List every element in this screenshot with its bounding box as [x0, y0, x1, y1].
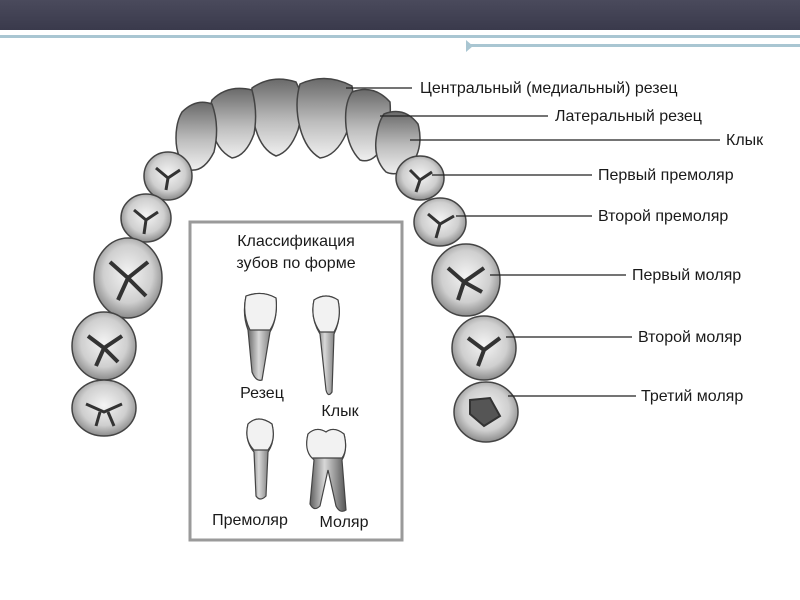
label-canine: Клык: [726, 132, 764, 149]
tooth-first-premolar-right: [395, 155, 445, 201]
tooth-second-molar-right: [451, 315, 517, 381]
label-type-molar: Моляр: [320, 514, 369, 531]
tooth-second-molar-left: [71, 311, 137, 381]
leader-lines: [346, 87, 720, 397]
label-type-incisor: Резец: [240, 385, 284, 402]
header-accent-line: [0, 35, 800, 38]
tooth-third-molar-right: [453, 381, 519, 443]
classification-box: Классификация зубов по форме Резец Клык …: [188, 220, 404, 542]
label-central-incisor: Центральный (медиальный) резец: [420, 80, 678, 97]
tooth-first-premolar-left: [143, 151, 193, 201]
molar-shape-icon: [306, 428, 347, 512]
tooth-first-molar-right: [431, 243, 501, 317]
tooth-second-premolar-right: [413, 197, 467, 247]
label-type-premolar: Премоляр: [212, 512, 288, 529]
tooth-first-molar-left: [93, 237, 163, 319]
classification-title-line2: зубов по форме: [236, 255, 355, 272]
classification-title-line1: Классификация: [237, 233, 355, 250]
header-arrow-icon: [466, 40, 473, 52]
label-second-premolar: Второй премоляр: [598, 208, 728, 225]
incisor-shape-icon: [243, 292, 277, 381]
label-type-canine: Клык: [321, 403, 359, 420]
label-first-premolar: Первый премоляр: [598, 167, 734, 184]
tooth-third-molar-left: [71, 379, 137, 437]
premolar-shape-icon: [246, 418, 274, 500]
tooth-canine-left: [175, 101, 218, 171]
tooth-central-incisor-right: [296, 77, 354, 159]
label-first-molar: Первый моляр: [632, 267, 741, 284]
slide-header-bar: [0, 0, 800, 30]
canine-shape-icon: [312, 295, 340, 396]
tooth-second-premolar-left: [120, 193, 172, 243]
label-lateral-incisor: Латеральный резец: [555, 108, 702, 125]
header-accent-line-short: [470, 44, 800, 47]
tooth-central-incisor-left: [249, 78, 303, 157]
label-second-molar: Второй моляр: [638, 329, 742, 346]
label-third-molar: Третий моляр: [641, 388, 743, 405]
